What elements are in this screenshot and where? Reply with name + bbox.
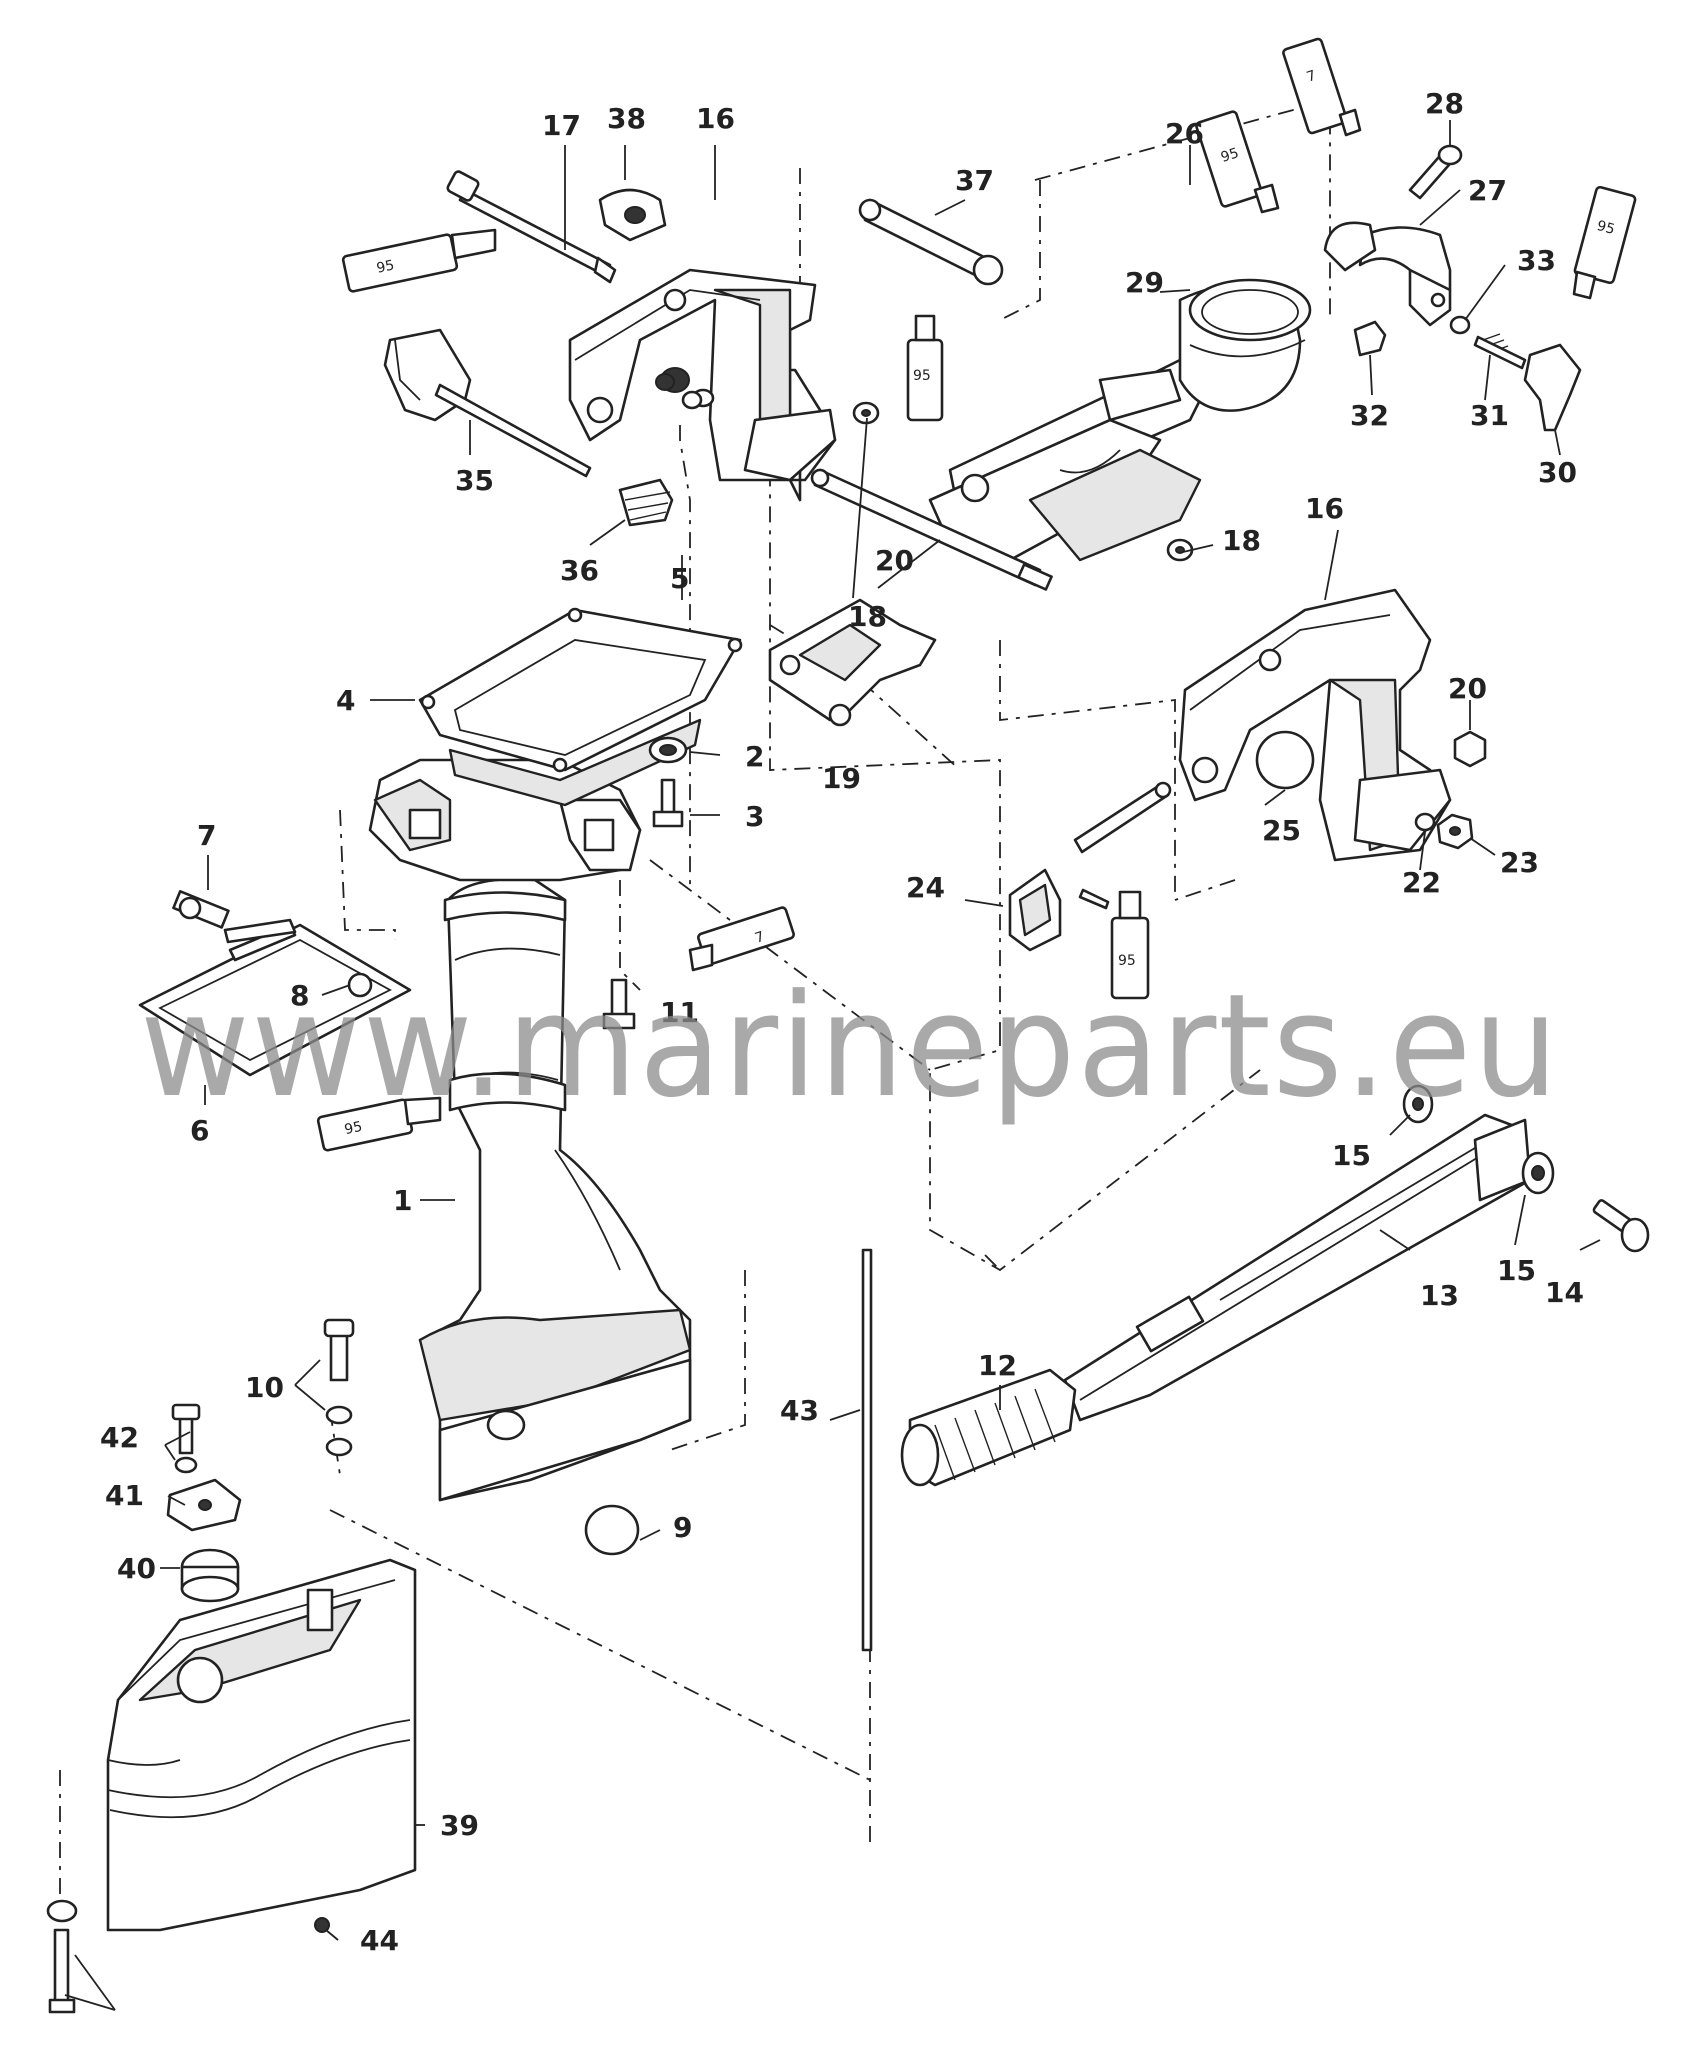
callout-21: 20: [875, 544, 914, 577]
callout-38: 39: [440, 1809, 479, 1842]
callout-29: 29: [1125, 266, 1164, 299]
callout-labels: 17 38 16 37 35 36 5 4 2 3 7 8 6 1 9 10 4…: [100, 87, 1584, 1957]
callout-40: 41: [105, 1479, 144, 1512]
tilt-rod: [383, 328, 592, 478]
callout-35: 36: [560, 554, 599, 587]
callout-8: 8: [290, 979, 309, 1012]
clamp-bracket-left: [568, 268, 837, 502]
nut-37: [598, 188, 667, 242]
callout-24: 24: [906, 871, 945, 904]
callout-27: 27: [1468, 174, 1507, 207]
callout-2: 2: [745, 740, 764, 773]
callout-16-left: 16: [696, 102, 735, 135]
callout-28: 28: [1425, 87, 1464, 120]
tiller-grip: [900, 1368, 1077, 1487]
callout-3: 3: [745, 800, 764, 833]
spring-small: [655, 373, 703, 410]
svg-text:95: 95: [343, 1119, 364, 1138]
nuts-19-22-23: [1414, 730, 1487, 850]
sealant-tube-middle: 7: [688, 906, 795, 972]
driveshaft-rod: [861, 1248, 873, 1652]
driveshaft-housing: [418, 877, 692, 1502]
washer-and-bolt: [648, 736, 688, 828]
callout-11: 11: [660, 996, 699, 1029]
callout-32: 32: [1350, 399, 1389, 432]
clamp-bracket-right: [1178, 588, 1452, 862]
plug-9: [584, 1504, 640, 1556]
grease-tube-pin: 95: [906, 314, 944, 422]
svg-text:95: 95: [913, 368, 931, 384]
stabilizer-bracket: [138, 889, 412, 1077]
tilt-lock: [768, 598, 937, 727]
callout-31: 31: [1470, 399, 1509, 432]
callout-30: 30: [1538, 456, 1577, 489]
spring-35: [618, 478, 674, 527]
grease-tube-upper-left: 95: [341, 228, 497, 293]
screw-28: [1408, 144, 1463, 200]
callout-34: 35: [455, 464, 494, 497]
callout-23: 23: [1500, 846, 1539, 879]
callout-13: 13: [1420, 1279, 1459, 1312]
callout-18-upper: 18: [848, 600, 887, 633]
callout-15-top: 15: [1332, 1139, 1371, 1172]
callout-6: 6: [190, 1114, 209, 1147]
callout-26: 26: [1165, 117, 1204, 150]
callout-39: 40: [117, 1552, 156, 1585]
adapter-plate: [418, 607, 743, 807]
watermark: www.marineparts.eu: [140, 964, 1560, 1129]
callout-16-right: 16: [1305, 492, 1344, 525]
cowl-screws: [46, 1899, 330, 2014]
svg-text:95: 95: [1595, 218, 1616, 238]
callout-19: 20: [1448, 672, 1487, 705]
callout-15-bottom: 15: [1497, 1254, 1536, 1287]
bolt-11: [602, 978, 636, 1030]
callout-43: 44: [360, 1924, 399, 1957]
grease-tube-left-lower: 95: [316, 1096, 442, 1152]
svg-text:95: 95: [1219, 145, 1241, 166]
small-hardware-left: [166, 1318, 355, 1603]
lower-cowl: [106, 1558, 417, 1932]
callout-17: 17: [542, 109, 581, 142]
callout-4: 4: [336, 684, 355, 717]
clamp-ring: [1323, 221, 1452, 327]
callout-41: 42: [100, 1421, 139, 1454]
bolt-17: [446, 170, 617, 284]
callout-14: 14: [1545, 1276, 1584, 1309]
callout-22: 22: [1402, 866, 1441, 899]
washers-18: [852, 401, 1194, 562]
swivel-bracket: [928, 278, 1312, 562]
grease-tube-friction: 95: [1572, 185, 1637, 300]
callout-42: 43: [780, 1394, 819, 1427]
pivot-shaft: [810, 468, 1053, 591]
grease-tube-tiltstop: 95: [1110, 890, 1150, 1000]
callout-12: 12: [978, 1349, 1017, 1382]
grease-tube-swivel: 95: [1195, 110, 1280, 214]
tiller-arm: [1063, 1113, 1532, 1422]
callout-5: 5: [670, 562, 689, 595]
callout-33: 33: [1517, 244, 1556, 277]
callout-7: 7: [197, 819, 216, 852]
callout-20: 19: [822, 762, 861, 795]
sealant-tube-top-right: 7: [1282, 37, 1362, 137]
leader-lines: [64, 120, 1601, 2011]
callout-18-lower: 18: [1222, 524, 1261, 557]
tiller-washers: [1402, 1084, 1650, 1253]
svg-text:95: 95: [1118, 953, 1136, 969]
callout-25: 25: [1262, 814, 1301, 847]
tilt-stop: [1008, 781, 1172, 952]
callout-10: 10: [245, 1371, 284, 1404]
callout-9: 9: [673, 1511, 692, 1544]
callout-36: 37: [955, 164, 994, 197]
svg-text:95: 95: [375, 257, 396, 276]
callout-37: 38: [607, 102, 646, 135]
friction-screw: [1353, 315, 1582, 432]
callout-1: 1: [393, 1184, 412, 1217]
tilt-pin: [858, 198, 1004, 286]
